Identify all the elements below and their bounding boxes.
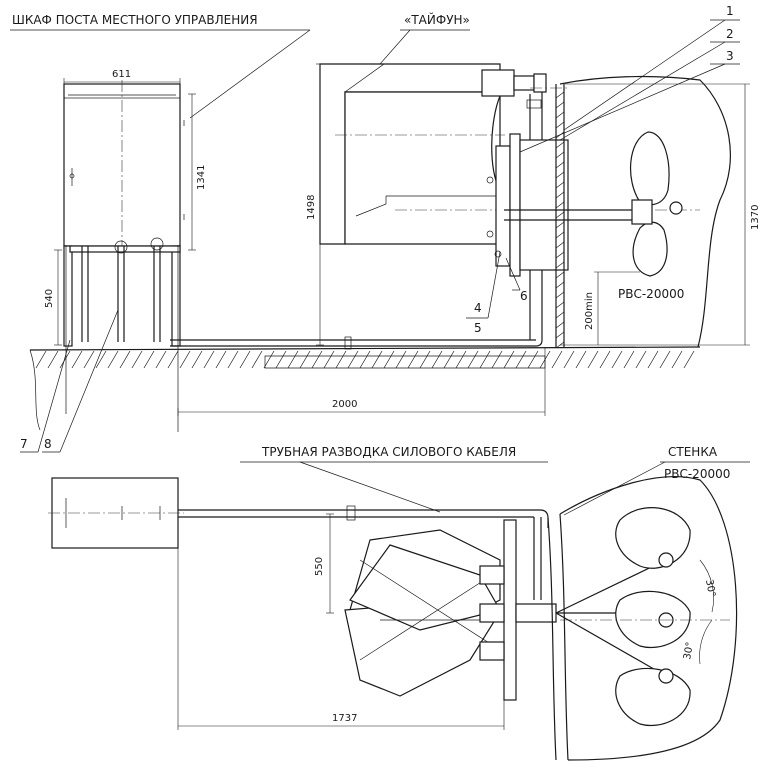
tank-wall <box>555 84 565 349</box>
dim-1370: 1370 <box>750 205 761 230</box>
callout-5: 5 <box>474 321 482 335</box>
callout-3: 3 <box>726 49 734 63</box>
typhoon-label: «ТАЙФУН» <box>404 12 470 27</box>
dim-550: 550 <box>314 557 325 576</box>
tank-top-label: РВС-20000 <box>618 287 684 301</box>
tank-outline-top <box>559 75 731 348</box>
callout-1: 1 <box>726 4 734 18</box>
ground-section <box>29 346 701 431</box>
wall-label: СТЕНКА <box>668 445 718 459</box>
dim-611: 611 <box>112 69 131 80</box>
callout-2: 2 <box>726 27 734 41</box>
dim-1341: 1341 <box>196 165 207 190</box>
callout-4: 4 <box>474 301 482 315</box>
dim-540: 540 <box>44 289 55 308</box>
callout-8: 8 <box>44 437 52 451</box>
cable-pipe-plan <box>178 505 549 600</box>
tank-wall-plan <box>547 476 738 761</box>
tank-bottom-label: РВС-20000 <box>664 467 730 481</box>
callout-7: 7 <box>20 437 28 451</box>
angle-30-lower: 30° <box>682 641 696 660</box>
cabinet-title: ШКАФ ПОСТА МЕСТНОГО УПРАВЛЕНИЯ <box>12 13 258 27</box>
flange-plan <box>503 519 650 701</box>
control-cabinet <box>63 80 185 432</box>
propeller-plan <box>555 507 730 727</box>
dimensions-plan <box>177 513 714 730</box>
leaders-top <box>10 19 740 453</box>
dim-2000: 2000 <box>332 399 357 410</box>
dim-1737: 1737 <box>332 713 357 724</box>
dimensions-top <box>54 63 750 416</box>
propeller-top <box>629 131 683 277</box>
callout-6: 6 <box>520 289 528 303</box>
typhoon-motor <box>319 63 700 277</box>
angle-30-upper: 30° <box>703 579 717 598</box>
cabinet-plan <box>48 477 184 549</box>
pipe-routing-label: ТРУБНАЯ РАЗВОДКА СИЛОВОГО КАБЕЛЯ <box>261 445 516 459</box>
motor-fan-plan <box>344 529 505 697</box>
dim-200min: 200min <box>584 292 595 330</box>
dim-1498: 1498 <box>306 195 317 220</box>
